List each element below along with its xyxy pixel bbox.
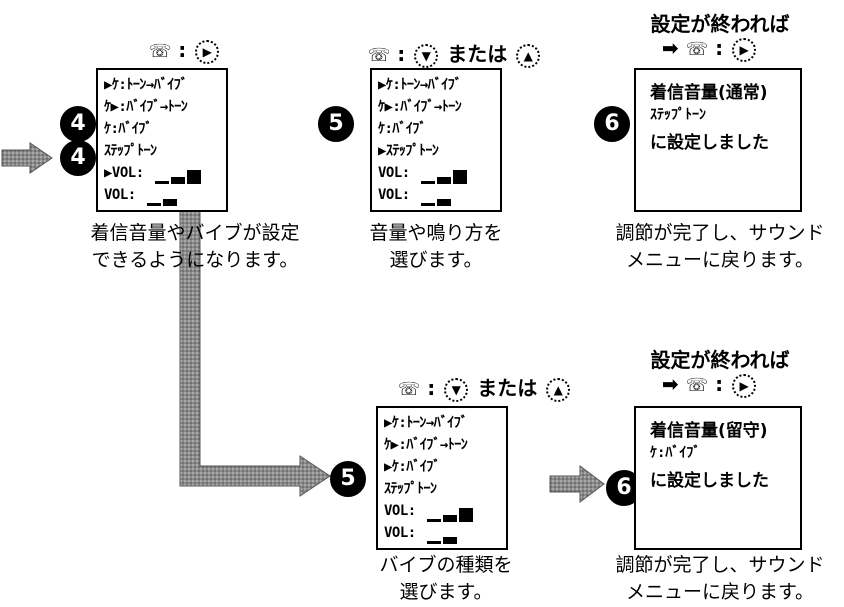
up-key-icon: ▲ — [516, 43, 541, 68]
menu-row: ｽﾃｯﾌﾟﾄｰﾝ — [104, 143, 157, 159]
volume-bars — [154, 162, 203, 184]
panel4-screen: ▶ｹ:ﾄｰﾝ→ﾊﾞｲﾌﾞ ｹ▶:ﾊﾞｲﾌﾞ→ﾄｰﾝ ▶ｹ:ﾊﾞｲﾌﾞ ｽﾃｯﾌﾟ… — [376, 406, 508, 550]
panel1-header: ☏ : ▶ — [130, 38, 240, 64]
phone-menu-icon: ☏ — [397, 379, 421, 400]
menu-row-selected: ▶ｽﾃｯﾌﾟﾄｰﾝ — [378, 143, 439, 159]
panel2-header: ☏ : ▼ または ▲ — [350, 38, 560, 68]
menu-row: ▶ｹ:ﾄｰﾝ→ﾊﾞｲﾌﾞ — [104, 77, 188, 93]
panel2-caption: 音量や鳴り方を 選びます。 — [369, 222, 503, 271]
phone-menu-icon: ☏ — [685, 39, 709, 60]
sep: : — [178, 38, 187, 62]
phone-menu-icon: ☏ — [367, 45, 391, 66]
panel3-title: 設定が終われば — [650, 12, 790, 36]
panel1-caption: 着信音量やバイブが設定 できるようになります。 — [90, 222, 300, 271]
step-4-badge-b: 4 — [60, 140, 96, 176]
menu-row-vol: VOL: — [384, 522, 502, 544]
confirm-message: に設定しました — [650, 133, 769, 153]
setting-value: ｹ:ﾊﾞｲﾌﾞ — [650, 445, 701, 461]
menu-row: ｽﾃｯﾌﾟﾄｰﾝ — [384, 481, 437, 497]
volume-bars — [426, 500, 475, 522]
step-5-badge-b: 5 — [330, 461, 366, 497]
right-key-icon: ▶ — [732, 37, 757, 62]
arrow-right-icon: ➡ — [661, 372, 679, 396]
panel5-header: ➡ ☏ : ▶ — [640, 372, 780, 398]
to-step6-arrow — [549, 465, 605, 503]
setting-name: 着信音量(通常) — [650, 83, 768, 103]
confirm-message: に設定しました — [650, 471, 769, 491]
menu-row: ｹ:ﾊﾞｲﾌﾞ — [378, 121, 426, 137]
menu-row-vol: VOL: — [378, 184, 496, 206]
step-6-badge-a: 6 — [594, 106, 630, 142]
right-key-icon: ▶ — [732, 373, 757, 398]
step-4-badge-a: 4 — [60, 106, 96, 142]
menu-row-vol: VOL: — [378, 162, 496, 184]
up-key-icon: ▲ — [546, 377, 571, 402]
volume-bars — [420, 184, 453, 206]
menu-row: ｹ:ﾊﾞｲﾌﾞ — [104, 121, 152, 137]
down-key-icon: ▼ — [414, 43, 439, 68]
step-5-badge-a: 5 — [318, 106, 354, 142]
setting-value: ｽﾃｯﾌﾟﾄｰﾝ — [650, 107, 706, 123]
entry-arrow — [1, 142, 53, 174]
menu-row: ▶ｹ:ﾄｰﾝ→ﾊﾞｲﾌﾞ — [384, 415, 468, 431]
panel5-title: 設定が終われば — [650, 348, 790, 372]
panel4-header: ☏ : ▼ または ▲ — [380, 372, 590, 402]
volume-bars — [420, 162, 469, 184]
menu-row: ｹ▶:ﾊﾞｲﾌﾞ→ﾄｰﾝ — [378, 99, 462, 115]
menu-row: ▶ｹ:ﾄｰﾝ→ﾊﾞｲﾌﾞ — [378, 77, 462, 93]
down-key-icon: ▼ — [444, 377, 469, 402]
menu-row-vol: VOL: — [384, 500, 502, 522]
panel5-caption: 調節が完了し、サウンド メニューに戻ります。 — [615, 554, 825, 603]
menu-row: ｹ▶:ﾊﾞｲﾌﾞ→ﾄｰﾝ — [384, 437, 468, 453]
menu-row-vol: VOL: — [104, 184, 222, 206]
setting-name: 着信音量(留守) — [650, 421, 768, 441]
panel3-screen: 着信音量(通常) ｽﾃｯﾌﾟﾄｰﾝ に設定しました — [634, 68, 802, 212]
panel1-screen: ▶ｹ:ﾄｰﾝ→ﾊﾞｲﾌﾞ ｹ▶:ﾊﾞｲﾌﾞ→ﾄｰﾝ ｹ:ﾊﾞｲﾌﾞ ｽﾃｯﾌﾟﾄ… — [96, 68, 228, 212]
panel5-screen: 着信音量(留守) ｹ:ﾊﾞｲﾌﾞ に設定しました — [634, 406, 802, 550]
panel2-screen: ▶ｹ:ﾄｰﾝ→ﾊﾞｲﾌﾞ ｹ▶:ﾊﾞｲﾌﾞ→ﾄｰﾝ ｹ:ﾊﾞｲﾌﾞ ▶ｽﾃｯﾌﾟ… — [370, 68, 502, 212]
panel4-caption: バイブの種類を 選びます。 — [379, 554, 513, 603]
volume-bars — [426, 522, 459, 544]
menu-row: ｹ▶:ﾊﾞｲﾌﾞ→ﾄｰﾝ — [104, 99, 188, 115]
panel3-caption: 調節が完了し、サウンド メニューに戻ります。 — [615, 222, 825, 271]
right-key-icon: ▶ — [195, 39, 220, 64]
panel3-header: ➡ ☏ : ▶ — [640, 36, 780, 62]
menu-row-selected: ▶ｹ:ﾊﾞｲﾌﾞ — [384, 459, 440, 475]
phone-menu-icon: ☏ — [148, 41, 172, 62]
volume-bars — [146, 184, 179, 206]
phone-menu-icon: ☏ — [685, 375, 709, 396]
menu-row-vol-selected: ▶VOL: — [104, 162, 222, 184]
branch-arrow — [179, 209, 331, 497]
arrow-right-icon: ➡ — [661, 36, 679, 60]
